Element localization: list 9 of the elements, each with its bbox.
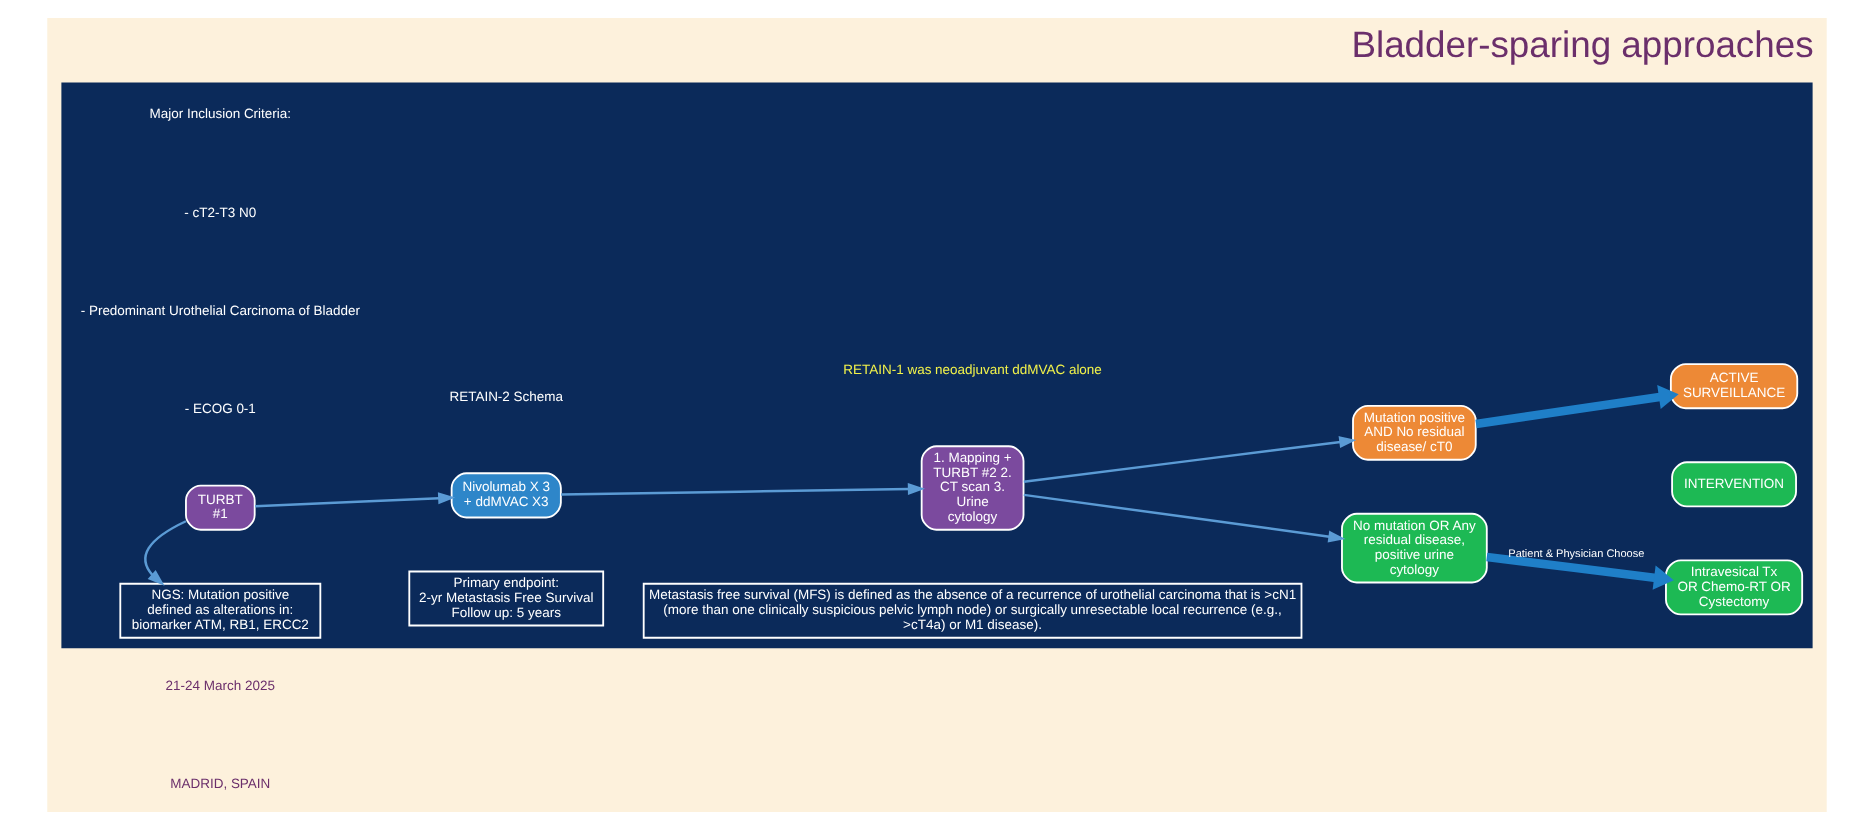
cluster bbox=[60, 81, 1812, 648]
arrow bbox=[1474, 384, 1678, 428]
arrow bbox=[1022, 492, 1345, 542]
arrow bbox=[143, 519, 186, 585]
diagram-title: Bladder-sparing approaches bbox=[1350, 22, 1813, 65]
arrow bbox=[254, 491, 455, 507]
arrow bbox=[560, 482, 925, 495]
arrow bbox=[1485, 551, 1673, 589]
arrow bbox=[1022, 435, 1356, 482]
